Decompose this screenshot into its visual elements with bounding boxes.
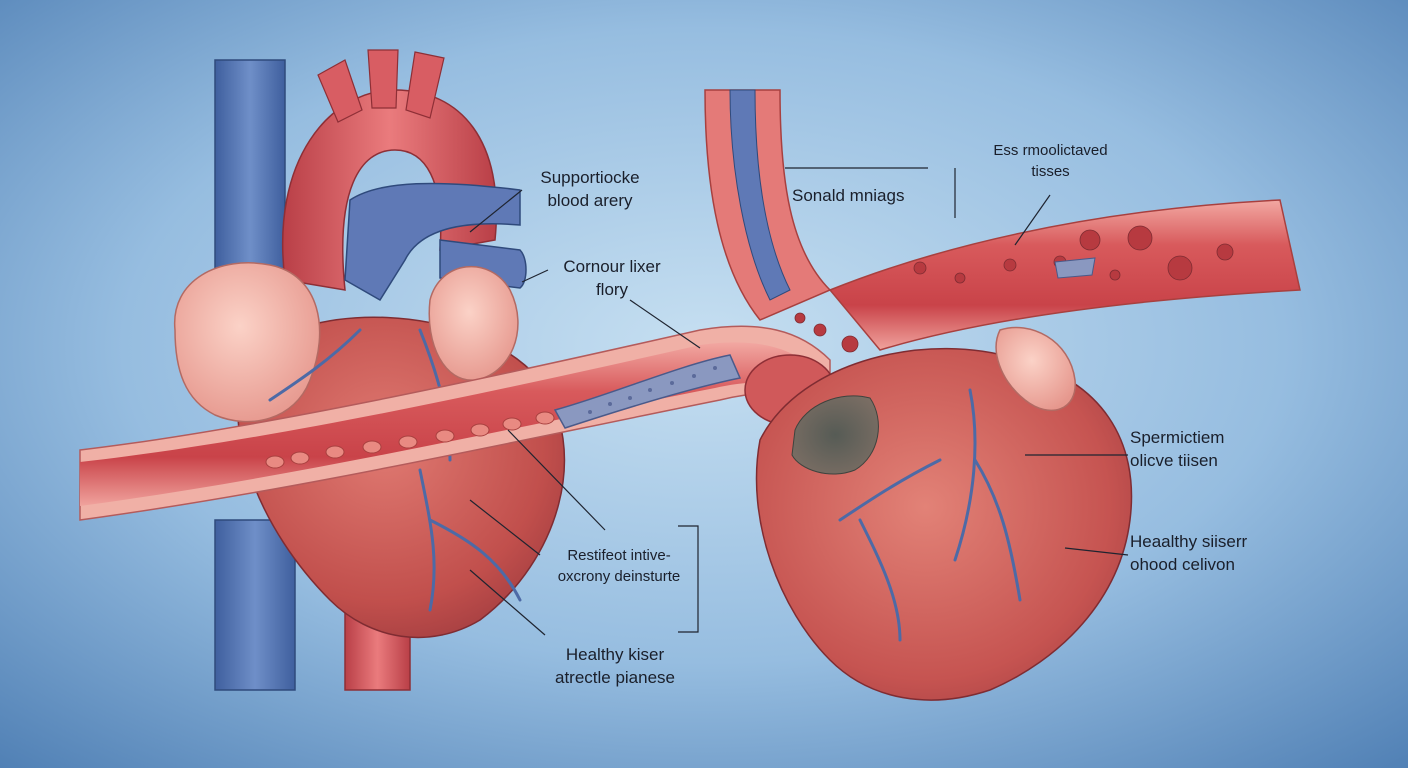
necrotic-area [791,395,879,475]
label-supporting-artery-line2: blood arery [547,191,633,210]
callout-healthy-right [1064,547,1129,556]
callout-lines [469,167,1129,636]
label-healthy-left-line1: Healthy kiser [565,645,665,664]
right-heart-veins [838,388,1022,642]
callout-restricted-bracket [678,525,699,633]
label-healthy-right-line1: Heaalthy siiserr [1130,532,1248,551]
upper-right-vessel [704,89,1301,353]
label-damaged-tissue-line2: tisses [1031,163,1070,180]
right-atrium [174,262,321,423]
label-healthy-left: Healthy kiser atrectle pianese [540,643,690,689]
right-heart [755,326,1133,701]
plaque-texture [588,366,717,414]
label-damaged-tissue-line1: Ess rmoolictaved [993,142,1108,159]
callout-damaged [1014,194,1051,246]
aortic-branch-2 [367,49,399,109]
label-healthy-right: Heaalthy siiserr ohood celivon [1130,530,1247,576]
callout-coronary-flow-pointer [629,299,701,349]
aortic-branch-3 [405,51,445,119]
right-atrium-lobe [995,326,1076,411]
label-specimen-tissue-line2: olicve tiisen [1130,451,1218,470]
descending-branch-vein [729,89,791,301]
label-supporting-artery-line1: Supportiocke [540,168,640,187]
label-healthy-left-line2: atrectle pianese [554,668,676,687]
callout-coronary-flow [521,269,549,283]
label-coronary-flow-line1: Cornour lixer [563,257,661,276]
callout-restricted-flow-1 [507,429,606,531]
pulmonary-artery [344,182,521,302]
inferior-vena-cava [214,519,296,691]
label-supporting-artery: Supportiocke blood arery [525,166,655,212]
label-specimen-tissue: Spermictiem olicve tiisen [1130,426,1224,472]
callout-healthy-left [469,569,546,636]
callout-restricted-flow-2 [469,499,541,556]
label-specimen-tissue-line1: Spermictiem [1130,428,1225,447]
label-scar-tissue-line1: Sonald mniags [792,186,905,205]
label-damaged-tissue: Ess rmoolictaved tisses [978,140,1123,182]
label-healthy-right-line2: ohood celivon [1130,555,1235,574]
label-restricted-flow: Restifeot intive- oxcrony deinsturte [550,545,688,587]
label-coronary-flow: Cornour lixer flory [552,255,672,301]
label-scar-tissue: Sonald mniags [792,184,904,207]
aortic-branch-1 [317,59,363,123]
label-restricted-flow-line2: oxcrony deinsturte [557,568,681,585]
callout-supporting-artery [469,189,523,233]
left-atrium [428,265,519,381]
label-restricted-flow-line1: Restifeot intive- [567,547,671,564]
label-coronary-flow-line2: flory [595,280,629,299]
plaque-buildup [553,354,742,429]
red-blood-cells [265,411,555,469]
artery-blockage [1054,257,1096,279]
vessel-lumen [80,342,810,506]
